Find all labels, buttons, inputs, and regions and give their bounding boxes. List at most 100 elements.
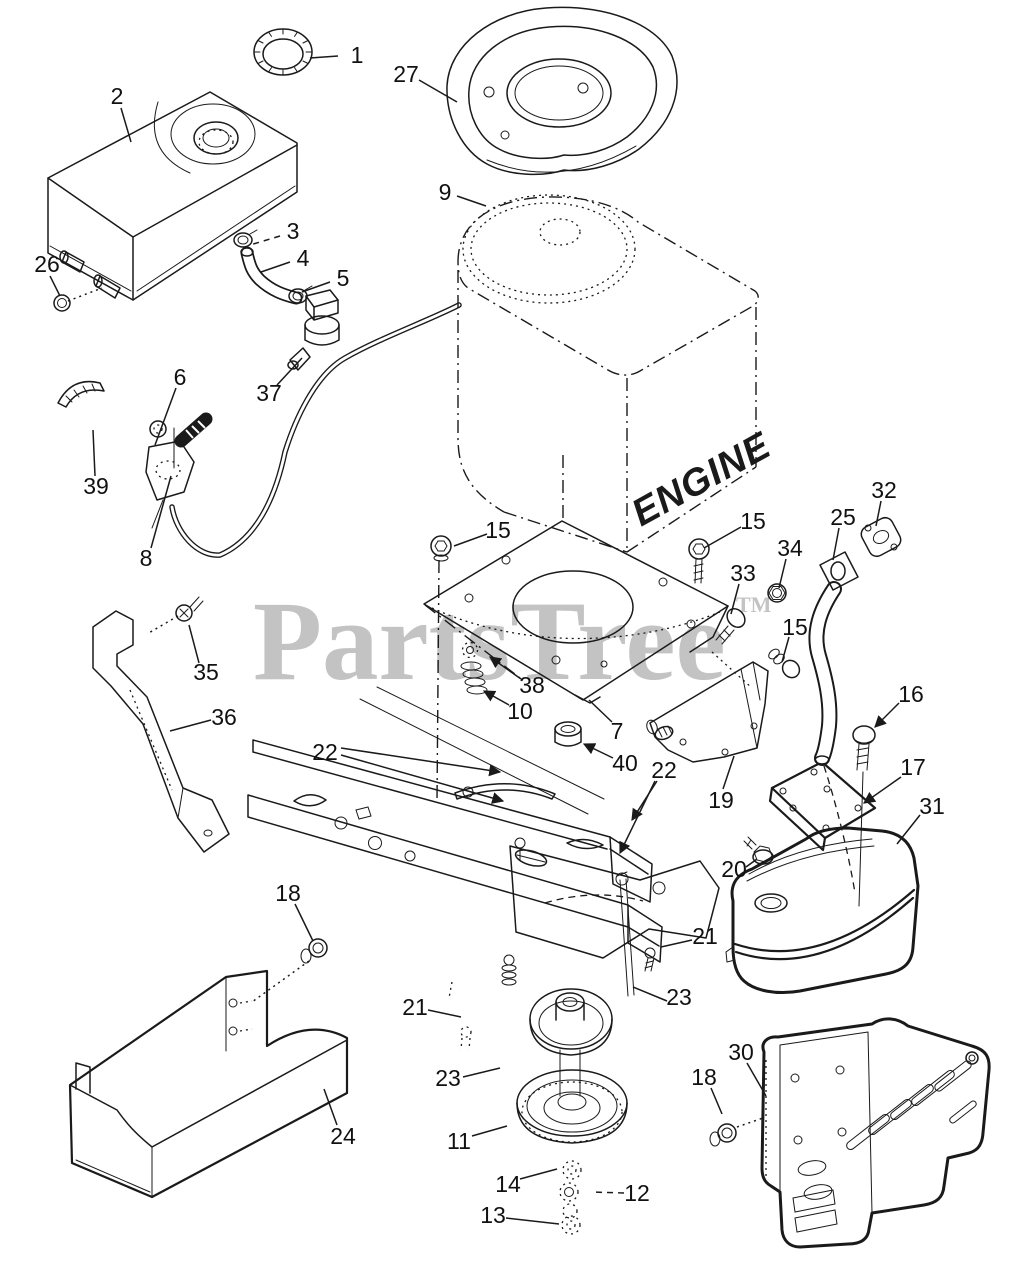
leader-line-26 [49, 275, 61, 297]
leader-line-33 [730, 583, 740, 615]
washer-14-drawing [562, 1160, 582, 1180]
leader-line-36 [169, 719, 212, 732]
leader-line-13 [505, 1217, 560, 1225]
callout-label-13-41: 13 [480, 1202, 506, 1228]
leader-line-15 [781, 636, 790, 663]
callout-label-4-3: 4 [297, 245, 310, 271]
callout-label-33-16: 33 [730, 560, 756, 586]
callout-label-32-19: 32 [871, 477, 897, 503]
leader-line-35 [146, 615, 179, 635]
bolt-33-drawing [715, 608, 746, 645]
exhaust-gasket-drawing [860, 516, 902, 558]
callout-label-2-1: 2 [111, 83, 124, 109]
watermark-tm: TM [736, 592, 772, 617]
leader-line-7 [588, 699, 613, 723]
callout-label-24-37: 24 [330, 1123, 356, 1149]
leader-line-39 [92, 429, 96, 477]
leader-line-9 [456, 195, 487, 207]
callout-label-6-9: 6 [174, 364, 187, 390]
leader-line-22 [340, 754, 505, 804]
leader-line-22 [340, 747, 502, 777]
callout-label-18-32: 18 [275, 880, 301, 906]
cable-anchor-drawing [145, 420, 195, 529]
bracket-36-drawing [92, 610, 230, 853]
leader-line-26 [67, 287, 103, 302]
screw-35-drawing [175, 596, 204, 622]
leader-line-18 [736, 1117, 764, 1128]
callout-label-35-12: 35 [193, 659, 219, 685]
muffler-bracket-drawing [768, 760, 877, 852]
callout-label-36-13: 36 [211, 704, 237, 730]
leader-line-14 [519, 1168, 558, 1180]
spring-6-drawing [174, 412, 213, 448]
callout-label-21-35: 21 [402, 994, 428, 1020]
callout-label-16-28: 16 [898, 681, 924, 707]
callout-label-27-6: 27 [393, 61, 419, 87]
callout-label-22-26: 22 [651, 757, 677, 783]
leader-line-34 [778, 558, 787, 589]
leader-line-15 [703, 526, 742, 549]
callout-label-9-7: 9 [439, 179, 452, 205]
bolt-21-left-drawing [448, 981, 472, 1051]
blower-housing-drawing [446, 6, 678, 176]
callout-label-17-29: 17 [900, 754, 926, 780]
callout-label-22-25: 22 [312, 739, 338, 765]
frame-rails-drawing [247, 559, 720, 986]
callout-label-34-17: 34 [777, 535, 803, 561]
leader-line-40 [582, 743, 614, 759]
bolt-15-left-drawing [430, 535, 452, 562]
leader-line-17 [863, 776, 902, 804]
fuel-elbow-drawing [240, 246, 303, 305]
leader-line-23 [632, 986, 668, 1002]
fuel-line-drawing [169, 302, 462, 558]
callout-label-25-18: 25 [830, 504, 856, 530]
leader-line-35 [188, 624, 200, 664]
leader-line-2 [120, 107, 132, 143]
bolt-26-drawing [53, 294, 71, 312]
washer-13-drawing [561, 1203, 581, 1235]
callout-label-18-43: 18 [691, 1064, 717, 1090]
callout-label-14-39: 14 [495, 1171, 521, 1197]
leader-line-1 [309, 55, 339, 59]
hose-clamp-upper-drawing [233, 229, 258, 248]
fuel-valve-drawing [287, 289, 340, 371]
callout-label-15-20: 15 [782, 614, 808, 640]
callout-label-20-31: 20 [721, 856, 747, 882]
heat-shield-drawing [760, 1017, 991, 1249]
leader-line-30 [746, 1062, 767, 1097]
muffler-drawing [725, 826, 920, 995]
callout-label-19-27: 19 [708, 787, 734, 813]
leader-line-18 [710, 1087, 723, 1115]
callout-label-31-30: 31 [919, 793, 945, 819]
leader-line-22 [631, 780, 658, 822]
callout-label-8-11: 8 [140, 545, 153, 571]
callout-label-21-33: 21 [692, 923, 718, 949]
leader-line-27 [418, 79, 458, 103]
callout-label-3-2: 3 [287, 218, 300, 244]
leader-line-11 [471, 1125, 508, 1137]
leader-line-32 [875, 500, 882, 527]
retainer-clip-drawing [57, 380, 105, 408]
callout-label-10-22: 10 [507, 698, 533, 724]
leader-line-12 [591, 1191, 625, 1194]
spacer-40-drawing [554, 721, 582, 747]
fuel-cap-drawing [253, 28, 313, 76]
rod-23-drawing [616, 871, 635, 997]
bolt-21-right-drawing [644, 947, 656, 972]
leader-line-21 [660, 939, 693, 948]
leader-line-21 [427, 1009, 462, 1018]
pan-24-drawing [68, 969, 349, 1199]
engine-bracket-19-drawing [646, 661, 769, 763]
leader-line-38 [489, 656, 522, 680]
callout-label-1-0: 1 [351, 42, 364, 68]
spring-10-drawing [460, 661, 488, 695]
callout-label-5-4: 5 [337, 265, 350, 291]
washer-12-drawing [559, 1182, 579, 1202]
leader-line-15 [453, 533, 488, 547]
leader-line-19 [722, 755, 735, 790]
exhaust-pipe-drawing [808, 551, 859, 894]
pulley-stack-drawing [516, 988, 628, 1144]
